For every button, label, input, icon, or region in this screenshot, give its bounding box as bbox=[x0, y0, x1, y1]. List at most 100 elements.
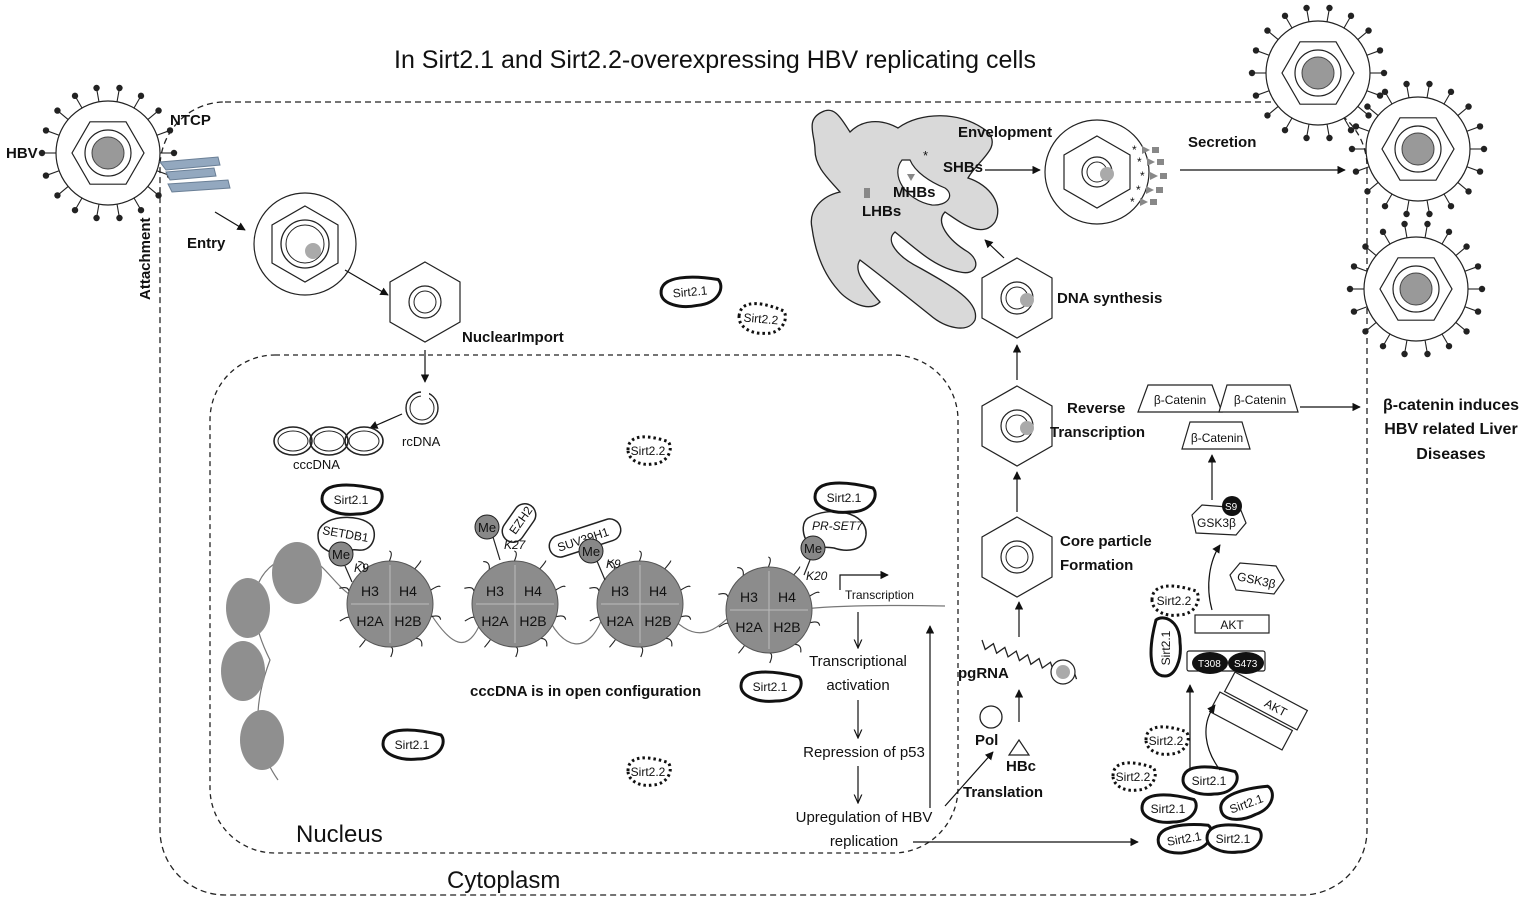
histone-label: H3 bbox=[486, 583, 504, 599]
sirt21-protein: Sirt2.1 bbox=[1205, 823, 1263, 854]
hbv-label: HBV bbox=[6, 145, 38, 162]
enveloped-particle: ***** bbox=[1044, 119, 1167, 225]
cccdna-rings bbox=[273, 426, 384, 456]
core-particle bbox=[981, 516, 1053, 598]
activation-label-1: Transcriptional bbox=[809, 653, 907, 670]
svg-text:Sirt2.1: Sirt2.1 bbox=[753, 680, 788, 694]
methyl-mark bbox=[800, 535, 826, 561]
hbc-core-protein bbox=[1007, 738, 1031, 756]
core-formation-label-1: Core particle bbox=[1060, 533, 1152, 550]
histone-label: H2B bbox=[519, 613, 546, 629]
svg-text:S9: S9 bbox=[1225, 502, 1238, 513]
hbv-virion bbox=[38, 84, 178, 222]
rcdna-label: rcDNA bbox=[402, 434, 441, 449]
svg-text:β-Catenin: β-Catenin bbox=[1154, 393, 1206, 407]
svg-text:*: * bbox=[1137, 155, 1142, 169]
sirt22-protein: Sirt2.2 bbox=[737, 302, 787, 335]
svg-text:*: * bbox=[1136, 183, 1141, 197]
rt-capsid bbox=[981, 385, 1053, 467]
open-config-label: cccDNA is in open configuration bbox=[470, 683, 701, 700]
translation-arrow bbox=[944, 751, 994, 807]
histone-label: H2B bbox=[394, 613, 421, 629]
outcome-label-2: HBV related Liver bbox=[1384, 421, 1517, 438]
mhbs-marker bbox=[907, 174, 915, 181]
translation-label: Translation bbox=[963, 784, 1043, 801]
sirt21-protein: Sirt2.1 bbox=[1181, 765, 1239, 796]
nucleosome-bead bbox=[226, 578, 270, 638]
sirt22-protein: Sirt2.2 bbox=[1150, 584, 1200, 617]
svg-text:Sirt2.2: Sirt2.2 bbox=[1116, 770, 1151, 784]
methyl-mark bbox=[328, 541, 354, 567]
svg-text:Me: Me bbox=[804, 541, 822, 556]
pol-label: Pol bbox=[975, 732, 998, 749]
akt-activation-arrow bbox=[1205, 704, 1221, 771]
svg-text:PR-SET7: PR-SET7 bbox=[812, 519, 864, 533]
ntcp-receptor bbox=[159, 156, 231, 193]
svg-text:Sirt2.1: Sirt2.1 bbox=[1151, 802, 1186, 816]
svg-text:Sirt2.1: Sirt2.1 bbox=[395, 738, 430, 752]
sirt22-protein: Sirt2.2 bbox=[1111, 761, 1157, 792]
histone-label: H4 bbox=[778, 589, 796, 605]
histone-label: H2A bbox=[356, 613, 384, 629]
nucleosome-bead bbox=[240, 710, 284, 770]
svg-text:Me: Me bbox=[478, 520, 496, 535]
nucleus-label: Nucleus bbox=[296, 821, 383, 848]
upregulation-label-1: Upregulation of HBV bbox=[796, 809, 933, 826]
svg-text:T308: T308 bbox=[1198, 659, 1221, 670]
beta-catenin-3: β-Catenin bbox=[1181, 421, 1251, 450]
histone-label: H3 bbox=[611, 583, 629, 599]
akt-dimer: AKT bbox=[1208, 671, 1309, 751]
to-import-arrow bbox=[344, 269, 389, 296]
nucleosome-bead bbox=[272, 542, 322, 604]
svg-text:Me: Me bbox=[582, 544, 600, 559]
dna-synthesis-label: DNA synthesis bbox=[1057, 290, 1162, 307]
histone-label: H2A bbox=[606, 613, 634, 629]
dna-synthesis-capsid bbox=[981, 257, 1053, 339]
svg-text:AKT: AKT bbox=[1220, 618, 1244, 632]
svg-text:β-Catenin: β-Catenin bbox=[1191, 431, 1243, 445]
sirt21-protein: Sirt2.1 bbox=[1140, 793, 1198, 824]
setdb1-complex: SETDB1 Me K9 bbox=[317, 516, 376, 583]
entry-label: Entry bbox=[187, 235, 226, 252]
histone-label: H4 bbox=[649, 583, 667, 599]
hbc-label: HBc bbox=[1006, 758, 1036, 775]
svg-text:GSK3β: GSK3β bbox=[1197, 516, 1236, 530]
shbs-marker: * bbox=[923, 148, 928, 163]
diagram-title: In Sirt2.1 and Sirt2.2-overexpressing HB… bbox=[394, 46, 1036, 74]
envelopment-label: Envelopment bbox=[958, 124, 1052, 141]
histone-label: H4 bbox=[399, 583, 417, 599]
secretion-label: Secretion bbox=[1188, 134, 1256, 151]
nucleosome-bead bbox=[221, 641, 265, 701]
sirt21-protein: Sirt2.1 bbox=[813, 481, 877, 514]
ezh2-complex: EZH2 Me K27 bbox=[474, 503, 537, 561]
sirt22-protein: Sirt2.2 bbox=[626, 435, 672, 466]
cell-membrane bbox=[159, 101, 1368, 896]
secreted-virion bbox=[1348, 80, 1488, 218]
svg-text:Me: Me bbox=[332, 547, 350, 562]
svg-text:S473: S473 bbox=[1234, 659, 1258, 670]
prset7-complex: PR-SET7 Me K20 bbox=[800, 510, 867, 583]
mhbs-label: MHBs bbox=[893, 184, 936, 201]
svg-text:Sirt2.1: Sirt2.1 bbox=[1166, 829, 1203, 849]
histone-label: H4 bbox=[524, 583, 542, 599]
svg-text:Sirt2.1: Sirt2.1 bbox=[1216, 832, 1251, 846]
sirt21-protein: Sirt2.1 bbox=[381, 728, 445, 761]
methyl-mark bbox=[578, 538, 604, 564]
suv39h1-complex: SUV39H1 Me K9 bbox=[548, 518, 622, 581]
lhbs-label: LHBs bbox=[862, 203, 901, 220]
reverse-transcription-label-2: Transcription bbox=[1050, 424, 1145, 441]
svg-text:Sirt2.1: Sirt2.1 bbox=[1192, 774, 1227, 788]
svg-text:Sirt2.1: Sirt2.1 bbox=[334, 493, 369, 507]
outcome-label-1: β-catenin induces bbox=[1383, 397, 1519, 414]
sirt22-protein: Sirt2.2 bbox=[626, 756, 672, 787]
upregulation-label-2: replication bbox=[830, 833, 898, 850]
svg-text:K20: K20 bbox=[806, 569, 828, 583]
sirt21-protein: Sirt2.1 bbox=[739, 670, 803, 703]
sirt21-protein: Sirt2.1 bbox=[320, 483, 384, 516]
